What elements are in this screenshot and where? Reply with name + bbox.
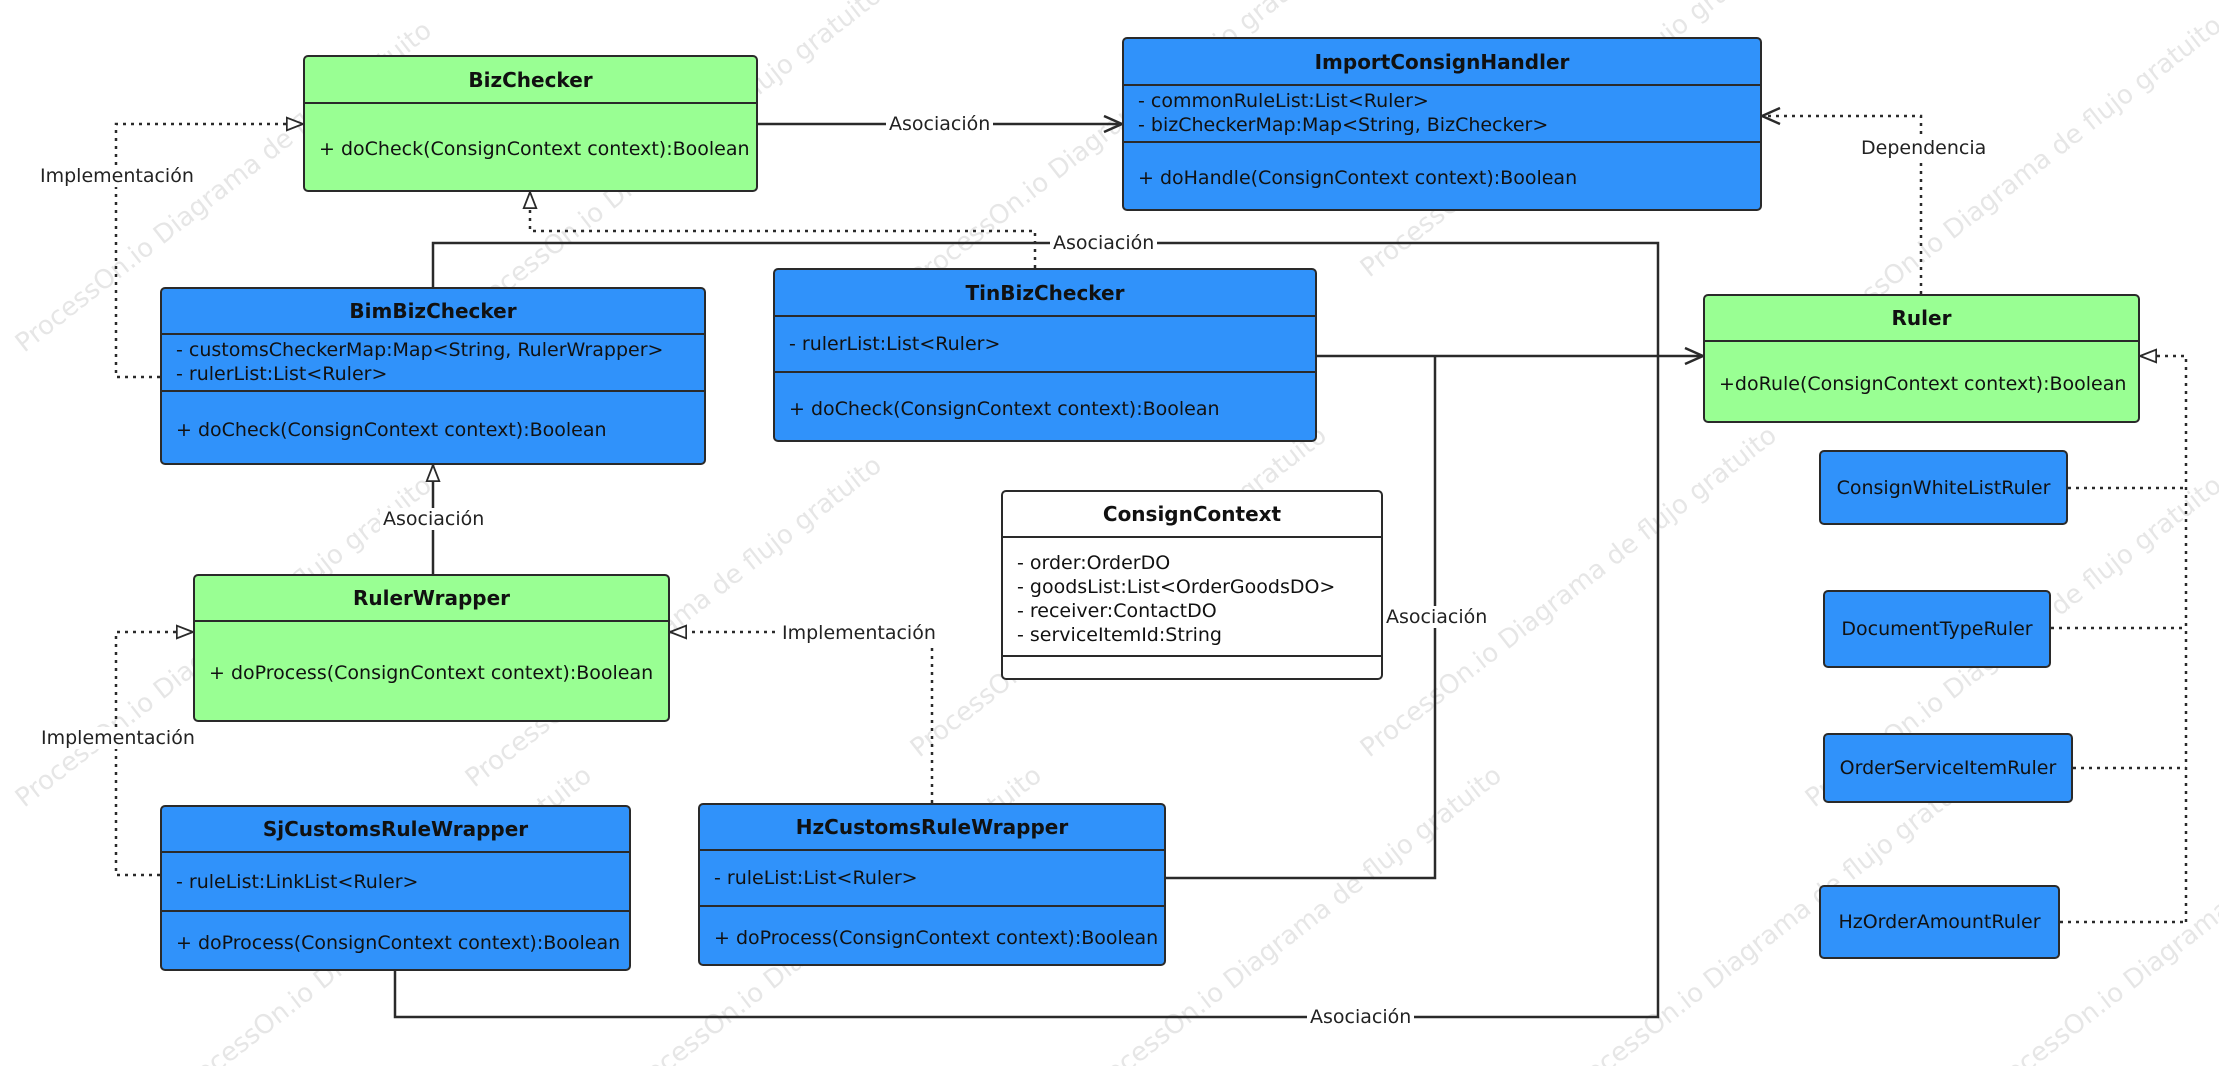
class-name: OrderServiceItemRuler (1839, 757, 2057, 779)
method-dorule: +doRule(ConsignContext context):Boolean (1719, 372, 2127, 395)
edge-rulers-impl-bus (2140, 356, 2188, 922)
attribute-receiver: - receiver:ContactDO (1017, 600, 1217, 622)
edge-tin-impl (530, 192, 1037, 268)
class-name: Ruler (1891, 306, 1952, 330)
label-asociacion-bottom: Asociación (1307, 1006, 1415, 1028)
class-name: HzCustomsRuleWrapper (795, 815, 1069, 839)
attribute-rulelist: - ruleList:List<Ruler> (714, 867, 918, 889)
edge-hz-ruler (1166, 356, 1437, 880)
class-name: ConsignWhiteListRuler (1836, 476, 2051, 499)
attribute-bizcheckermap: - bizCheckerMap:Map<String, BizChecker> (1138, 114, 1549, 136)
attribute-customscheckermap: - customsCheckerMap:Map<String, RulerWra… (176, 339, 664, 361)
class-orderserviceitemruler[interactable]: OrderServiceItemRuler (1823, 733, 2073, 803)
class-name: SjCustomsRuleWrapper (262, 817, 529, 841)
attribute-goodslist: - goodsList:List<OrderGoodsDO> (1017, 576, 1336, 598)
methods-section: + doHandle(ConsignContext context):Boole… (1124, 141, 1760, 209)
attributes-section: - customsCheckerMap:Map<String, RulerWra… (162, 333, 704, 390)
label-implementacion-hz: Implementación (779, 622, 939, 644)
label-asociacion-top: Asociación (1050, 232, 1158, 254)
label-asociacion-biz-import: Asociación (886, 113, 994, 135)
attributes-section: - rulerList:List<Ruler> (775, 315, 1315, 371)
method-doprocess: + doProcess(ConsignContext context):Bool… (176, 931, 621, 954)
methods-section: + doProcess(ConsignContext context):Bool… (700, 905, 1164, 964)
attributes-section: - ruleList:LinkList<Ruler> (162, 851, 629, 910)
methods-section: + doCheck(ConsignContext context):Boolea… (162, 390, 704, 463)
class-tinbizchecker[interactable]: TinBizChecker - rulerList:List<Ruler> + … (773, 268, 1317, 442)
attribute-order: - order:OrderDO (1017, 552, 1171, 574)
attributes-section: - commonRuleList:List<Ruler> - bizChecke… (1124, 84, 1760, 141)
class-bizchecker[interactable]: BizChecker + doCheck(ConsignContext cont… (303, 55, 758, 192)
attribute-rulerlist: - rulerList:List<Ruler> (176, 363, 388, 385)
edge-ruler-dependency (1762, 116, 1923, 294)
attributes-section: - order:OrderDO - goodsList:List<OrderGo… (1003, 536, 1381, 655)
attribute-commonrulelist: - commonRuleList:List<Ruler> (1138, 90, 1429, 112)
edge-bim-impl (114, 124, 303, 379)
attributes-section: - ruleList:List<Ruler> (700, 849, 1164, 905)
class-name: DocumentTypeRuler (1841, 618, 2033, 640)
class-ruler[interactable]: Ruler +doRule(ConsignContext context):Bo… (1703, 294, 2140, 423)
class-rulerwrapper[interactable]: RulerWrapper + doProcess(ConsignContext … (193, 574, 670, 722)
methods-section (1003, 655, 1381, 678)
class-name: ConsignContext (1102, 502, 1282, 526)
class-consignwhitelistruler[interactable]: ConsignWhiteListRuler (1819, 450, 2068, 525)
class-name: BizChecker (468, 67, 593, 92)
method-dohandle: + doHandle(ConsignContext context):Boole… (1138, 167, 1578, 189)
class-name: RulerWrapper (352, 586, 511, 610)
method-docheck: + doCheck(ConsignContext context):Boolea… (319, 138, 750, 160)
method-doprocess: + doProcess(ConsignContext context):Bool… (714, 926, 1159, 949)
class-importconsignhandler[interactable]: ImportConsignHandler - commonRuleList:Li… (1122, 37, 1762, 211)
class-documenttyperuler[interactable]: DocumentTypeRuler (1823, 590, 2051, 668)
class-consigncontext[interactable]: ConsignContext - order:OrderDO - goodsLi… (1001, 490, 1383, 680)
methods-section: + doProcess(ConsignContext context):Bool… (195, 620, 668, 720)
class-bimbizchecker[interactable]: BimBizChecker - customsCheckerMap:Map<St… (160, 287, 706, 465)
class-name: BimBizChecker (349, 299, 517, 323)
attribute-rulelist: - ruleList:LinkList<Ruler> (176, 870, 419, 893)
method-docheck: + doCheck(ConsignContext context):Boolea… (789, 397, 1220, 420)
method-doprocess: + doProcess(ConsignContext context):Bool… (209, 662, 654, 684)
label-implementacion-sj: Implementación (38, 727, 198, 749)
class-hzorderamountruler[interactable]: HzOrderAmountRuler (1819, 885, 2060, 959)
label-dependencia: Dependencia (1858, 137, 1990, 159)
methods-section: + doCheck(ConsignContext context):Boolea… (305, 102, 756, 190)
methods-section: + doProcess(ConsignContext context):Bool… (162, 910, 629, 969)
class-sjcustomsrulewrapper[interactable]: SjCustomsRuleWrapper - ruleList:LinkList… (160, 805, 631, 971)
class-name: TinBizChecker (965, 280, 1125, 305)
label-asociacion-wrapper-bim: Asociación (380, 508, 488, 530)
label-asociacion-hz-ruler: Asociación (1383, 606, 1491, 628)
attribute-rulerlist: - rulerList:List<Ruler> (789, 333, 1001, 355)
attribute-serviceitemid: - serviceItemId:String (1017, 624, 1222, 646)
class-name: HzOrderAmountRuler (1838, 911, 2041, 933)
edge-bim-assoc-loop (393, 241, 1660, 1019)
methods-section: + doCheck(ConsignContext context):Boolea… (775, 371, 1315, 440)
methods-section: +doRule(ConsignContext context):Boolean (1705, 340, 2138, 421)
edge-hz-impl (670, 632, 934, 803)
label-implementacion-bim: Implementación (37, 165, 197, 187)
method-docheck: + doCheck(ConsignContext context):Boolea… (176, 418, 607, 441)
class-hzcustomsrulewrapper[interactable]: HzCustomsRuleWrapper - ruleList:List<Rul… (698, 803, 1166, 966)
class-name: ImportConsignHandler (1314, 49, 1570, 74)
